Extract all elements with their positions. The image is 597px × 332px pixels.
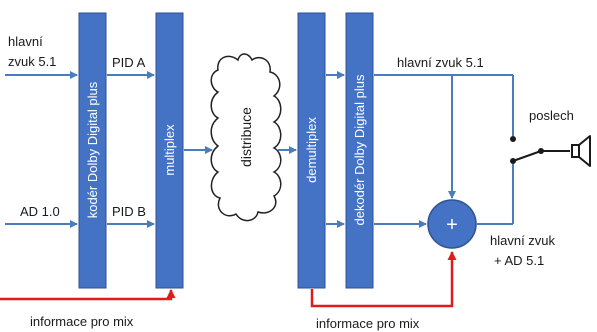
listen-label: poslech	[529, 108, 574, 123]
cloud-label: distribuce	[238, 107, 254, 167]
mix-info-label-left: informace pro mix	[30, 314, 134, 329]
encoder-label: kodér Dolby Digital plus	[85, 81, 100, 218]
mix-info-line-right	[310, 251, 457, 308]
decoder-label: dekodér Dolby Digital plus	[352, 74, 367, 226]
input-ad-label: AD 1.0	[20, 204, 60, 219]
speaker-icon	[571, 135, 591, 167]
mixer-plus: +	[446, 214, 458, 236]
demultiplex-label: demultiplex	[304, 117, 319, 183]
input-main-audio-label-1: hlavní	[8, 34, 43, 49]
mix-out-label-1: hlavní zvuk	[490, 233, 556, 248]
switch-icon	[510, 136, 570, 164]
encoder-block	[78, 12, 107, 289]
pid-a-label: PID A	[112, 55, 146, 70]
main-audio-out-label: hlavní zvuk 5.1	[397, 55, 484, 70]
input-main-audio-label-2: zvuk 5.1	[8, 54, 56, 69]
mix-info-line-left	[0, 289, 176, 301]
mix-out-label-2: + AD 5.1	[494, 253, 544, 268]
mix-info-label-right: informace pro mix	[316, 316, 420, 331]
multiplex-label: multiplex	[162, 124, 177, 176]
decoder-block	[345, 12, 374, 289]
multiplex-block	[155, 12, 184, 289]
demultiplex-block	[297, 12, 326, 289]
pid-b-label: PID B	[112, 204, 146, 219]
cloud-icon: distribuce	[210, 53, 282, 222]
